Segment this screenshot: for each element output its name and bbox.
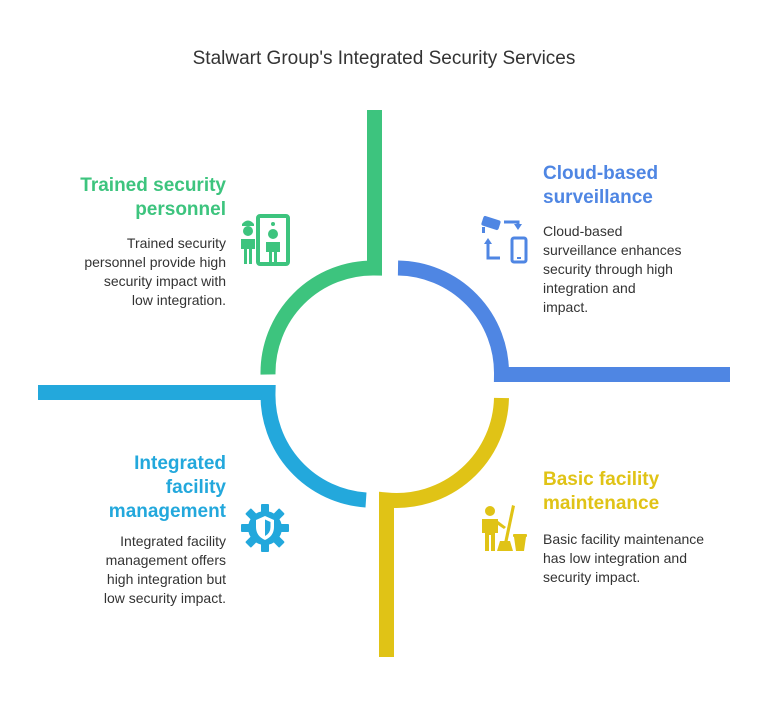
- heading-cloud-based-surveillance: Cloud-based surveillance: [543, 162, 743, 210]
- arc-bottom-right: [379, 397, 509, 657]
- heading-line: surveillance: [543, 187, 653, 208]
- desc-basic-facility-maintenance: Basic facility maintenance has low integ…: [543, 530, 733, 587]
- desc-line: has low integration and: [543, 550, 687, 566]
- desc-line: low security impact.: [103, 590, 226, 606]
- desc-integrated-facility-management: Integrated facility management offers hi…: [40, 532, 226, 608]
- heading-basic-facility-maintenance: Basic facility maintenance: [543, 468, 743, 516]
- desc-line: security impact.: [543, 569, 641, 585]
- desc-line: Cloud-based: [543, 223, 623, 239]
- desc-line: personnel provide high: [84, 254, 226, 270]
- heading-integrated-facility-management: Integrated facility management: [40, 452, 226, 524]
- page-title: Stalwart Group's Integrated Security Ser…: [192, 48, 576, 69]
- heading-line: management: [108, 501, 226, 522]
- desc-line: surveillance enhances: [543, 242, 682, 258]
- heading-line: Cloud-based: [543, 163, 659, 184]
- shield-gear-icon: [241, 504, 289, 552]
- camera-phone-sync-icon: [481, 215, 528, 264]
- desc-line: Basic facility maintenance: [543, 531, 705, 547]
- desc-line: security through high: [543, 261, 673, 277]
- desc-line: impact.: [543, 299, 589, 315]
- security-guard-scanner-icon: [241, 214, 290, 266]
- heading-line: Basic facility: [543, 469, 660, 490]
- arc-bottom-left: [38, 385, 367, 508]
- heading-trained-security-personnel: Trained security personnel: [40, 174, 226, 222]
- desc-line: Integrated facility: [120, 533, 226, 549]
- desc-cloud-based-surveillance: Cloud-based surveillance enhances securi…: [543, 222, 723, 317]
- heading-line: facility: [165, 477, 226, 498]
- desc-line: Trained security: [126, 235, 226, 251]
- janitor-broom-icon: [482, 505, 527, 551]
- desc-line: high integration but: [106, 571, 226, 587]
- heading-line: Integrated: [134, 453, 226, 474]
- desc-line: security impact with: [103, 273, 226, 289]
- desc-line: low integration.: [131, 292, 226, 308]
- desc-line: management offers: [105, 552, 226, 568]
- desc-line: integration and: [543, 280, 636, 296]
- desc-trained-security-personnel: Trained security personnel provide high …: [40, 234, 226, 310]
- heading-line: Trained security: [80, 175, 226, 196]
- arc-top-left: [260, 110, 382, 375]
- arc-top-right: [397, 260, 730, 382]
- heading-line: personnel: [135, 199, 226, 220]
- heading-line: maintenance: [543, 493, 660, 514]
